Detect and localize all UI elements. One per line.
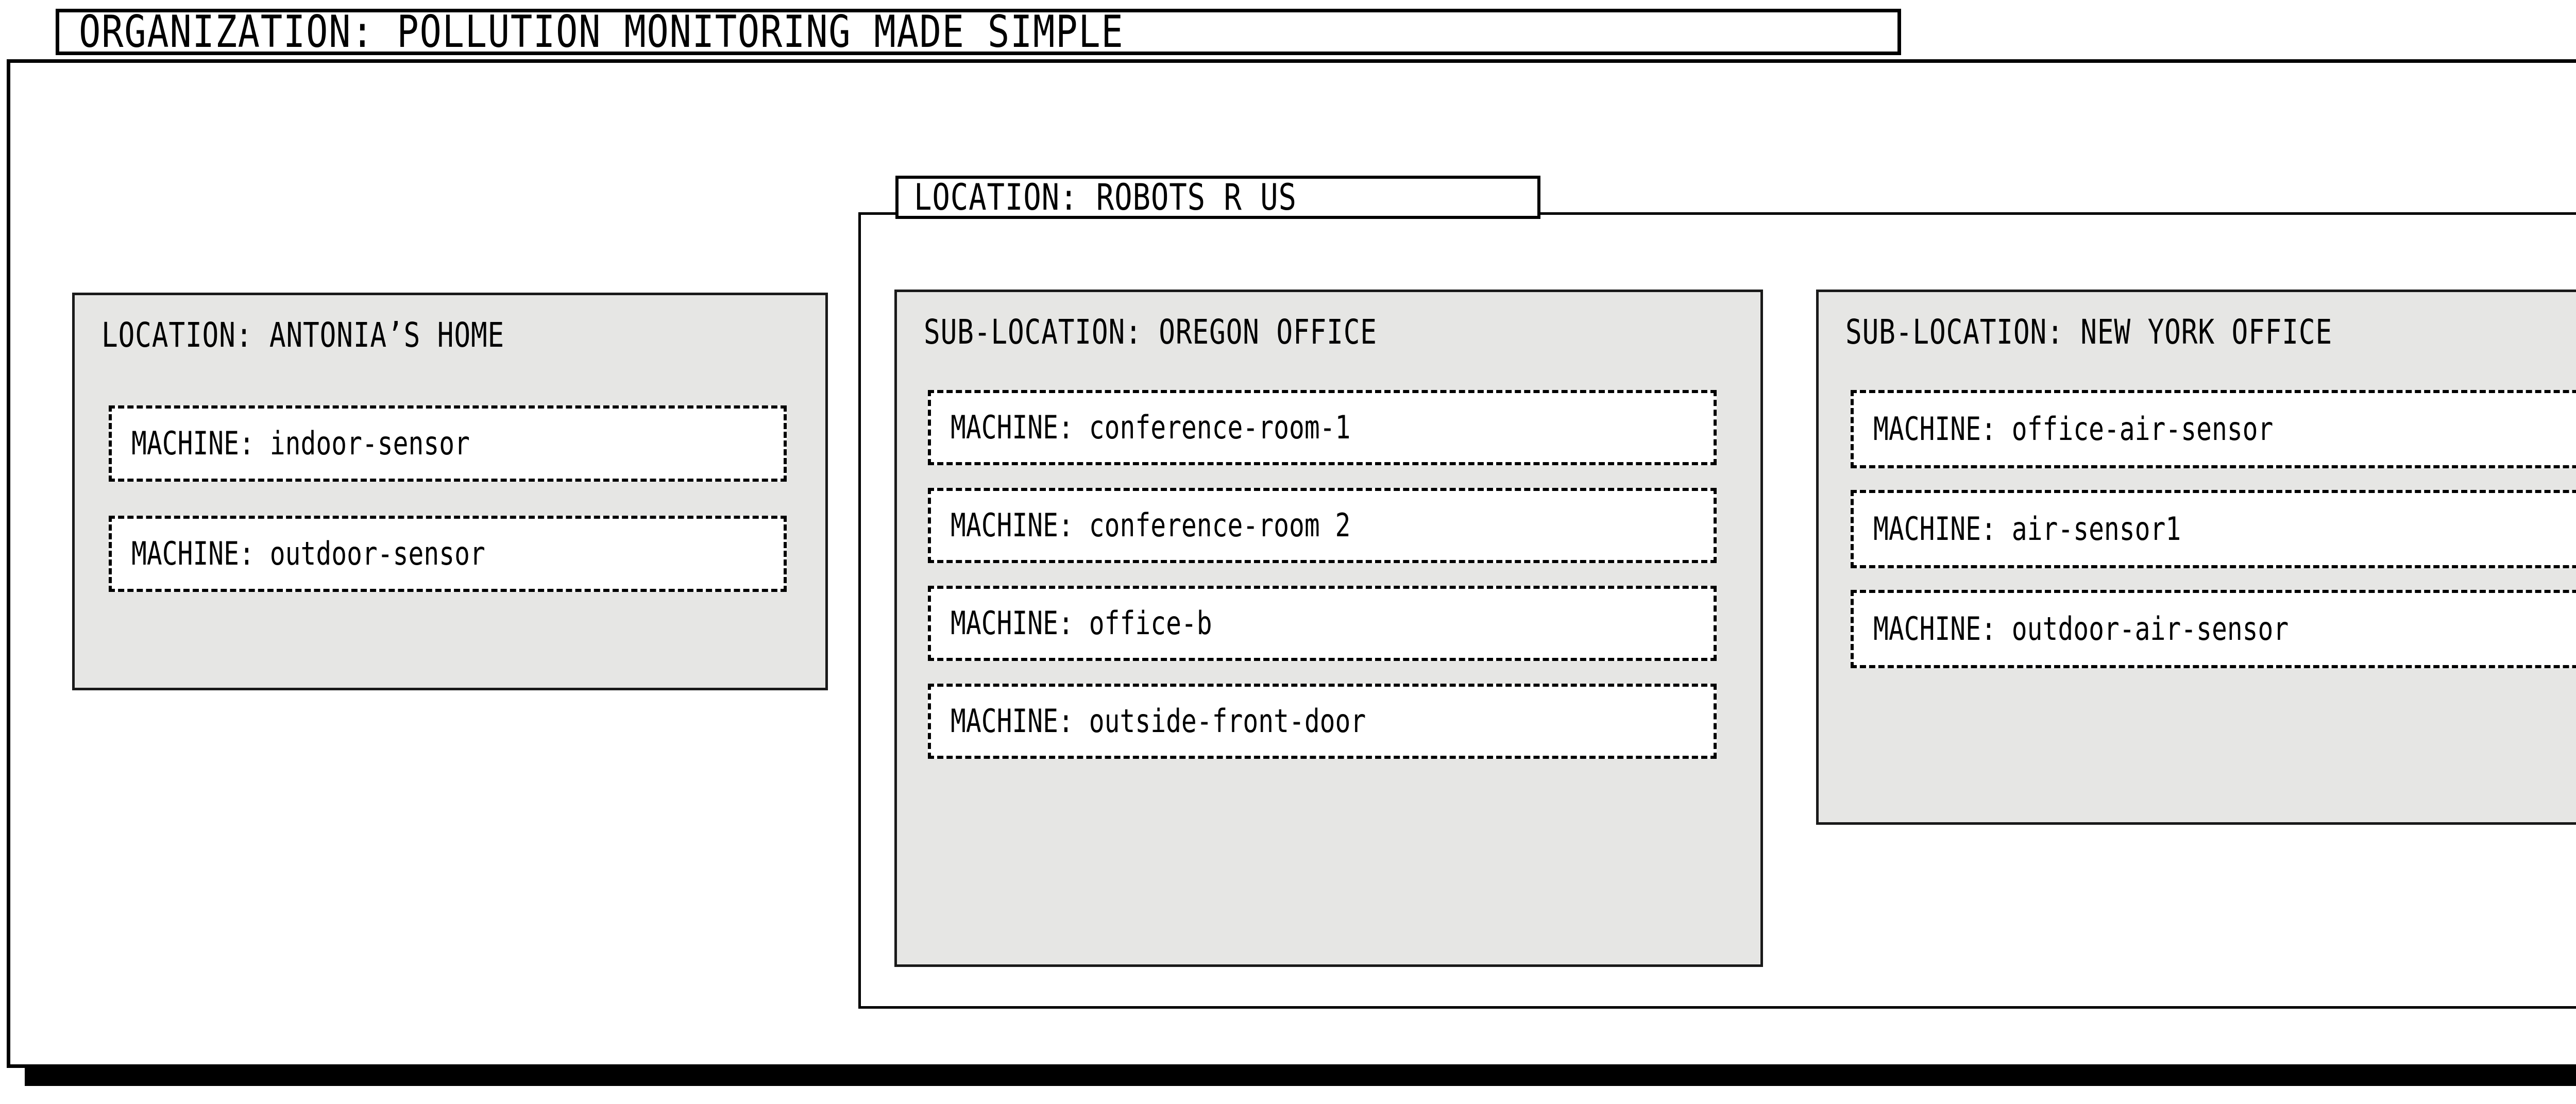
location-title-chip-robots-r-us: LOCATION: ROBOTS R US [895, 176, 1540, 219]
machine-box-outdoor-air-sensor[interactable]: MACHINE: outdoor-air-sensor [1851, 590, 2576, 668]
machine-box-conference-room-2[interactable]: MACHINE: conference-room 2 [928, 488, 1717, 563]
machine-label-conference-room-2: MACHINE: conference-room 2 [951, 506, 1351, 544]
machine-box-outdoor-sensor[interactable]: MACHINE: outdoor-sensor [109, 516, 787, 592]
machine-box-office-air-sensor[interactable]: MACHINE: office-air-sensor [1851, 390, 2576, 468]
machine-label-outdoor-sensor: MACHINE: outdoor-sensor [131, 535, 485, 572]
sub-location-panel-new-york-office[interactable]: SUB-LOCATION: NEW YORK OFFICE MACHINE: o… [1816, 290, 2576, 825]
machine-label-conference-room-1: MACHINE: conference-room-1 [951, 409, 1351, 446]
machine-label-air-sensor1: MACHINE: air-sensor1 [1873, 510, 2181, 548]
sub-location-panel-oregon-office[interactable]: SUB-LOCATION: OREGON OFFICE MACHINE: con… [894, 290, 1763, 967]
organization-title-chip: ORGANIZATION: POLLUTION MONITORING MADE … [56, 9, 1901, 55]
machine-box-outside-front-door[interactable]: MACHINE: outside-front-door [928, 684, 1717, 759]
sub-location-title-new-york-office: SUB-LOCATION: NEW YORK OFFICE [1845, 312, 2333, 352]
machine-label-outdoor-air-sensor: MACHINE: outdoor-air-sensor [1873, 610, 2289, 648]
machine-box-office-b[interactable]: MACHINE: office-b [928, 586, 1717, 661]
machine-label-office-air-sensor: MACHINE: office-air-sensor [1873, 410, 2274, 448]
location-title-antonias-home: LOCATION: ANTONIA’S HOME [101, 315, 505, 355]
machine-box-conference-room-1[interactable]: MACHINE: conference-room-1 [928, 390, 1717, 465]
machine-box-air-sensor1[interactable]: MACHINE: air-sensor1 [1851, 490, 2576, 568]
sub-location-title-oregon-office: SUB-LOCATION: OREGON OFFICE [924, 312, 1377, 352]
location-panel-antonias-home[interactable]: LOCATION: ANTONIA’S HOME MACHINE: indoor… [72, 293, 828, 690]
machine-label-office-b: MACHINE: office-b [951, 604, 1212, 642]
machine-label-indoor-sensor: MACHINE: indoor-sensor [131, 424, 470, 462]
location-title-robots-r-us: LOCATION: ROBOTS R US [914, 176, 1297, 218]
machine-box-indoor-sensor[interactable]: MACHINE: indoor-sensor [109, 405, 787, 482]
organization-title: ORGANIZATION: POLLUTION MONITORING MADE … [79, 6, 1124, 58]
machine-label-outside-front-door: MACHINE: outside-front-door [951, 702, 1366, 740]
